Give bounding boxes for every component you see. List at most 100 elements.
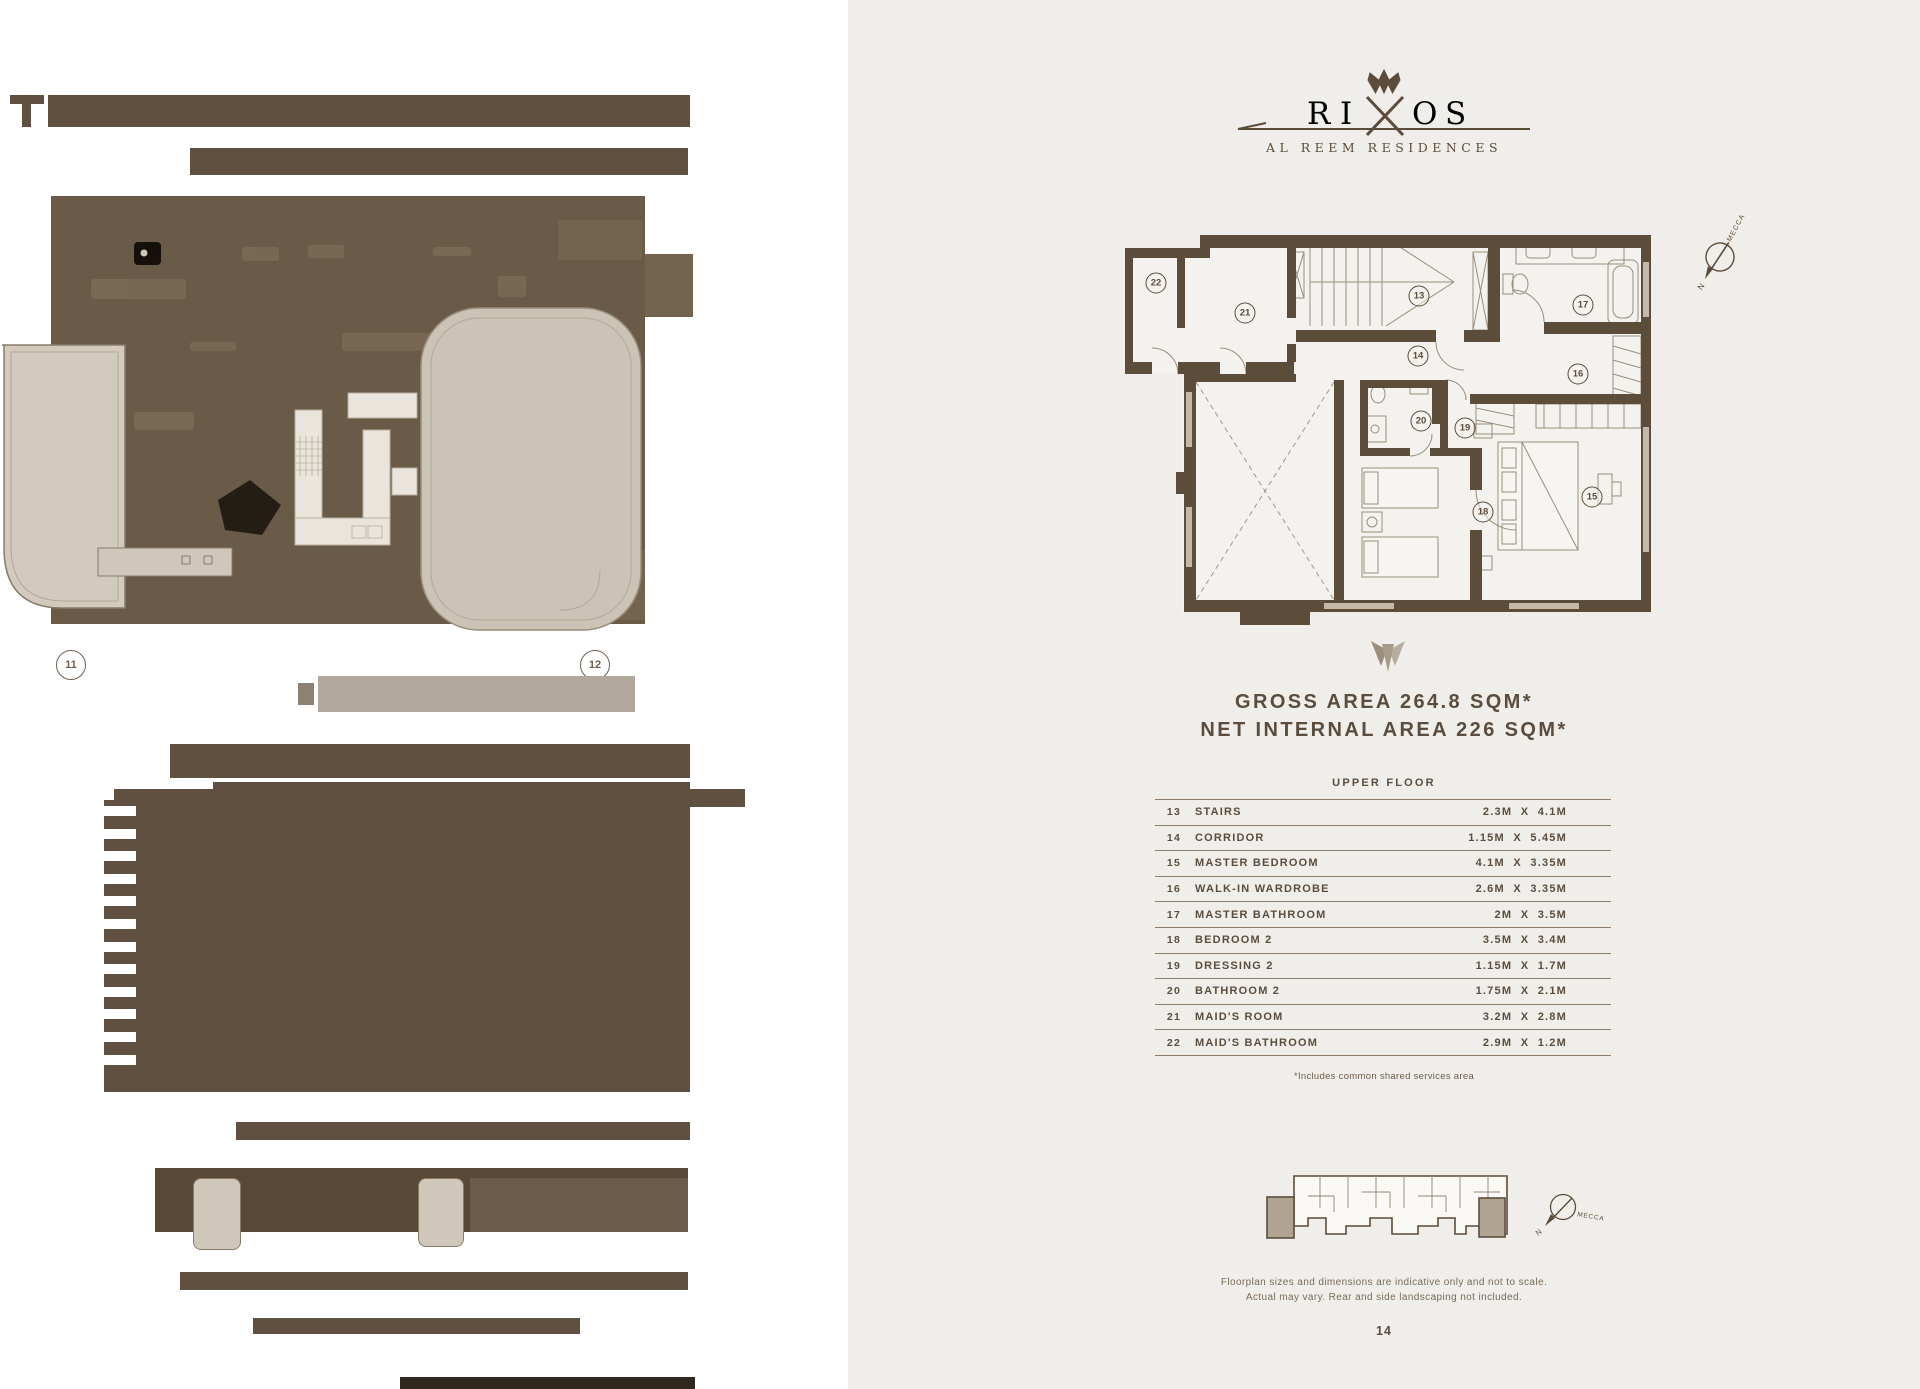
- blurred-table-block: [104, 800, 690, 1092]
- row-dimensions: 2.9M X 1.2M: [1482, 1036, 1567, 1049]
- row-room-name: MASTER BATHROOM: [1195, 908, 1327, 921]
- blurred-table-notch: [100, 986, 136, 997]
- row-room-name: BEDROOM 2: [1195, 934, 1273, 947]
- blurred-table-notch: [100, 896, 136, 907]
- blurred-bottom-strip: [400, 1377, 695, 1389]
- svg-text:I: I: [1340, 96, 1352, 132]
- building-keyplan: [1266, 1175, 1508, 1239]
- highlighted-unit-left: [1266, 1196, 1295, 1239]
- blurred-table-notch: [100, 1032, 136, 1042]
- blurred-title-bar: [48, 95, 690, 127]
- blurred-tan-tick: [298, 683, 314, 705]
- row-number: 20: [1166, 985, 1181, 998]
- row-dimensions: 2.3M X 4.1M: [1482, 806, 1567, 819]
- row-dimensions: 3.2M X 2.8M: [1482, 1011, 1567, 1024]
- row-room-name: MASTER BEDROOM: [1195, 857, 1319, 870]
- row-number: 15: [1166, 857, 1181, 870]
- disclaimer-line-1: Floorplan sizes and dimensions are indic…: [1220, 1277, 1548, 1288]
- row-number: 18: [1166, 934, 1181, 947]
- upper-floorplan: [1124, 222, 1651, 634]
- logo-tulip-icon: [1367, 68, 1401, 95]
- terrace-11: [2, 344, 126, 609]
- table-row-22: 22 MAID'S BATHROOM 2.9M X 1.2M: [1155, 1029, 1611, 1056]
- row-dimensions: 2.6M X 3.35M: [1475, 883, 1567, 896]
- blurred-disclaimer-1: [180, 1272, 688, 1290]
- row-dimensions: 2M X 3.5M: [1494, 908, 1567, 921]
- svg-text:S: S: [1445, 96, 1466, 132]
- table-row-15: 15 MASTER BEDROOM 4.1M X 3.35M: [1155, 850, 1611, 876]
- svg-text:MECCA: MECCA: [1577, 1211, 1605, 1223]
- blurred-table-notch: [100, 941, 136, 952]
- row-room-name: STAIRS: [1195, 806, 1242, 819]
- footnote: *Includes common shared services area: [1293, 1071, 1475, 1082]
- rixos-logo: R I O S AL REEM RESIDENCES: [1237, 68, 1530, 155]
- kitchen-counter: [294, 392, 418, 546]
- row-number: 19: [1166, 959, 1181, 972]
- table-row-13: 13 STAIRS 2.3M X 4.1M: [1155, 799, 1611, 825]
- blurred-table-notch: [100, 806, 136, 816]
- svg-text:AL REEM RESIDENCES: AL REEM RESIDENCES: [1265, 140, 1502, 155]
- dark-fixture-blob: [134, 242, 161, 265]
- blurred-table-notch: [100, 964, 136, 975]
- blurred-title-t-stem: [22, 95, 31, 127]
- blurred-table-notch: [100, 919, 136, 929]
- svg-text:N: N: [1534, 1227, 1544, 1237]
- row-room-name: MAID'S BATHROOM: [1195, 1036, 1319, 1049]
- keyplan-compass-icon: N MECCA: [1534, 1193, 1605, 1238]
- row-dimensions: 3.5M X 3.4M: [1482, 934, 1567, 947]
- blurred-table-notch: [100, 1054, 136, 1065]
- row-room-name: MAID'S ROOM: [1195, 1011, 1284, 1024]
- table-row-20: 20 BATHROOM 2 1.75M X 2.1M: [1155, 978, 1611, 1004]
- gross-area-text: GROSS AREA 264.8 SQM*: [1235, 691, 1533, 713]
- table-row-17: 17 MASTER BATHROOM 2M X 3.5M: [1155, 901, 1611, 927]
- table-row-16: 16 WALK-IN WARDROBE 2.6M X 3.35M: [1155, 875, 1611, 902]
- lower-floorplan-render: [2, 196, 693, 631]
- row-room-name: DRESSING 2: [1195, 959, 1274, 972]
- row-room-name: WALK-IN WARDROBE: [1195, 883, 1330, 896]
- terrace-12: [420, 307, 642, 631]
- page-number: 14: [1376, 1324, 1392, 1338]
- row-dimensions: 1.75M X 2.1M: [1475, 985, 1567, 998]
- row-room-name: BATHROOM 2: [1195, 985, 1281, 998]
- row-number: 21: [1166, 1011, 1181, 1024]
- svg-text:R: R: [1307, 96, 1332, 132]
- row-dimensions: 4.1M X 3.35M: [1475, 857, 1567, 870]
- row-dimensions: 1.15M X 5.45M: [1468, 831, 1567, 844]
- row-room-name: CORRIDOR: [1195, 831, 1265, 844]
- blurred-building-strip-right: [470, 1178, 688, 1232]
- blurred-subtitle-bar: [190, 148, 688, 175]
- table-row-18: 18 BEDROOM 2 3.5M X 3.4M: [1155, 926, 1611, 953]
- tulip-divider-icon: [1371, 641, 1405, 672]
- net-area-text: NET INTERNAL AREA 226 SQM*: [1200, 719, 1568, 741]
- right-page: [848, 0, 1920, 1389]
- svg-text:N: N: [1696, 281, 1707, 291]
- blurred-table-notch: [100, 851, 136, 862]
- chair-shape-1: [193, 1178, 241, 1250]
- blurred-footnote-bar: [236, 1122, 690, 1140]
- sofa-blob: [218, 480, 281, 535]
- blurred-table-notch: [100, 1009, 136, 1020]
- blurred-table-notch: [100, 828, 136, 839]
- row-number: 13: [1166, 806, 1181, 819]
- compass-icon: N MECCA: [1696, 213, 1747, 292]
- area-summary: GROSS AREA 264.8 SQM* NET INTERNAL AREA …: [1000, 688, 1768, 744]
- row-number: 22: [1166, 1036, 1181, 1049]
- blurred-table-top: [213, 782, 690, 802]
- table-row-21: 21 MAID'S ROOM 3.2M X 2.8M: [1155, 1003, 1611, 1030]
- blurred-table-notch: [100, 873, 136, 884]
- highlighted-unit-right: [1478, 1197, 1506, 1238]
- table-title: UPPER FLOOR: [1332, 777, 1436, 789]
- disclaimer-line-2: Actual may vary. Rear and side landscapi…: [1245, 1291, 1523, 1303]
- row-number: 16: [1166, 883, 1181, 896]
- svg-text:O: O: [1412, 96, 1437, 132]
- chair-shape-2: [418, 1178, 464, 1247]
- row-number: 17: [1166, 908, 1181, 921]
- disclaimer: Floorplan sizes and dimensions are indic…: [1000, 1276, 1768, 1305]
- blurred-disclaimer-2: [253, 1318, 580, 1334]
- svg-text:MECCA: MECCA: [1726, 213, 1746, 243]
